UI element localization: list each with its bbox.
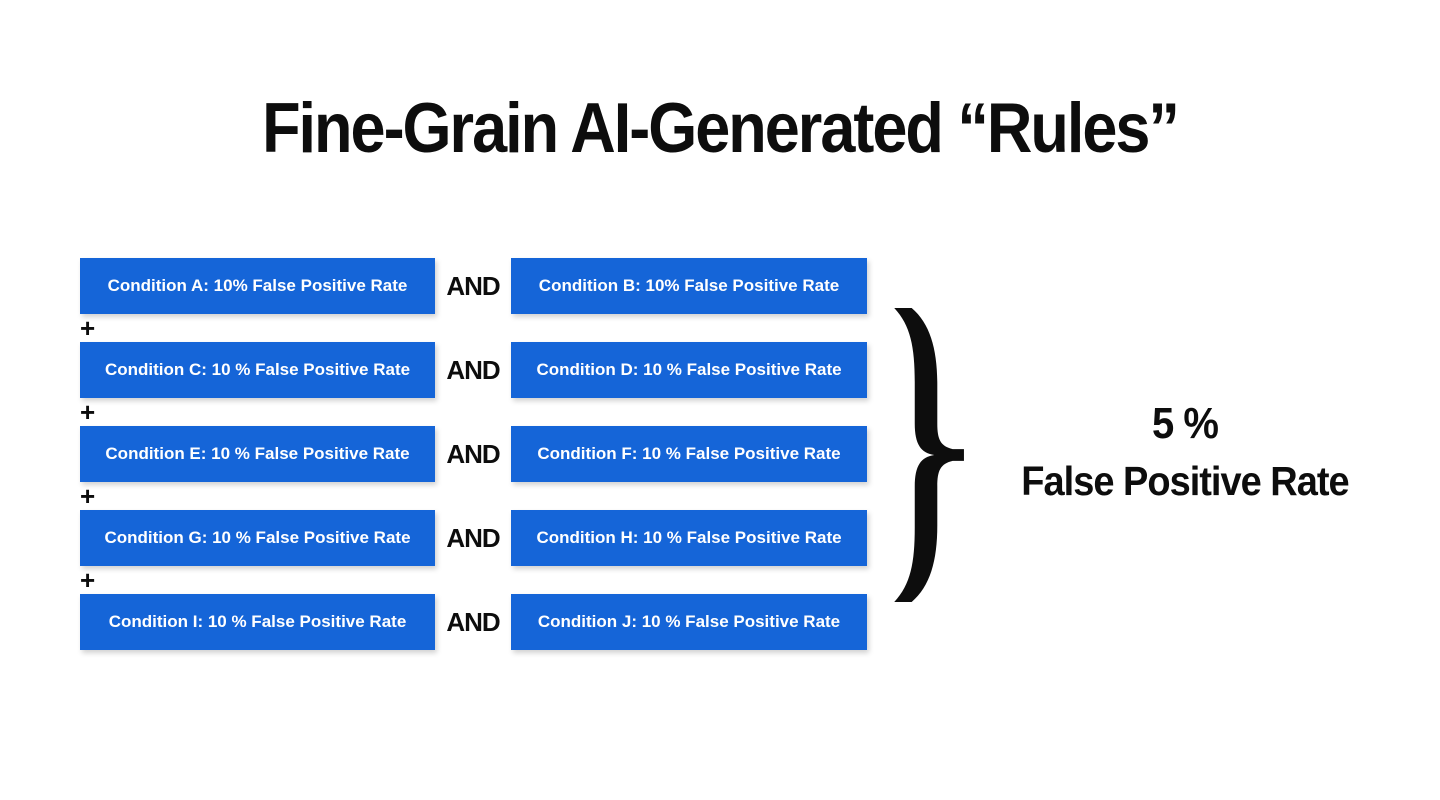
condition-row: Condition G: 10 % False Positive Rate AN… [80, 510, 867, 566]
curly-brace-icon [884, 308, 966, 602]
condition-box-e: Condition E: 10 % False Positive Rate [80, 426, 435, 482]
condition-box-i: Condition I: 10 % False Positive Rate [80, 594, 435, 650]
plus-icon: + [80, 313, 96, 343]
condition-box-g: Condition G: 10 % False Positive Rate [80, 510, 435, 566]
condition-row: Condition C: 10 % False Positive Rate AN… [80, 342, 867, 398]
plus-icon: + [80, 397, 96, 427]
and-operator-label: AND [446, 270, 500, 301]
and-operator-label: AND [446, 438, 500, 469]
result-summary: 5 % False Positive Rate [1000, 400, 1370, 505]
condition-row: Condition E: 10 % False Positive Rate AN… [80, 426, 867, 482]
condition-box-d: Condition D: 10 % False Positive Rate [511, 342, 867, 398]
condition-box-f: Condition F: 10 % False Positive Rate [511, 426, 867, 482]
condition-row: Condition I: 10 % False Positive Rate AN… [80, 594, 867, 650]
condition-row: Condition A: 10% False Positive Rate AND… [80, 258, 867, 314]
condition-box-j: Condition J: 10 % False Positive Rate [511, 594, 867, 650]
plus-icon: + [80, 565, 96, 595]
condition-box-b: Condition B: 10% False Positive Rate [511, 258, 867, 314]
condition-box-h: Condition H: 10 % False Positive Rate [511, 510, 867, 566]
and-operator-label: AND [446, 522, 500, 553]
plus-icon: + [80, 481, 96, 511]
condition-box-c: Condition C: 10 % False Positive Rate [80, 342, 435, 398]
result-percentage: 5 % [1152, 400, 1219, 448]
condition-box-a: Condition A: 10% False Positive Rate [80, 258, 435, 314]
page-title: Fine-Grain AI-Generated “Rules” [262, 89, 1180, 168]
result-label: False Positive Rate [1021, 459, 1349, 505]
and-operator-label: AND [446, 354, 500, 385]
and-operator-label: AND [446, 606, 500, 637]
